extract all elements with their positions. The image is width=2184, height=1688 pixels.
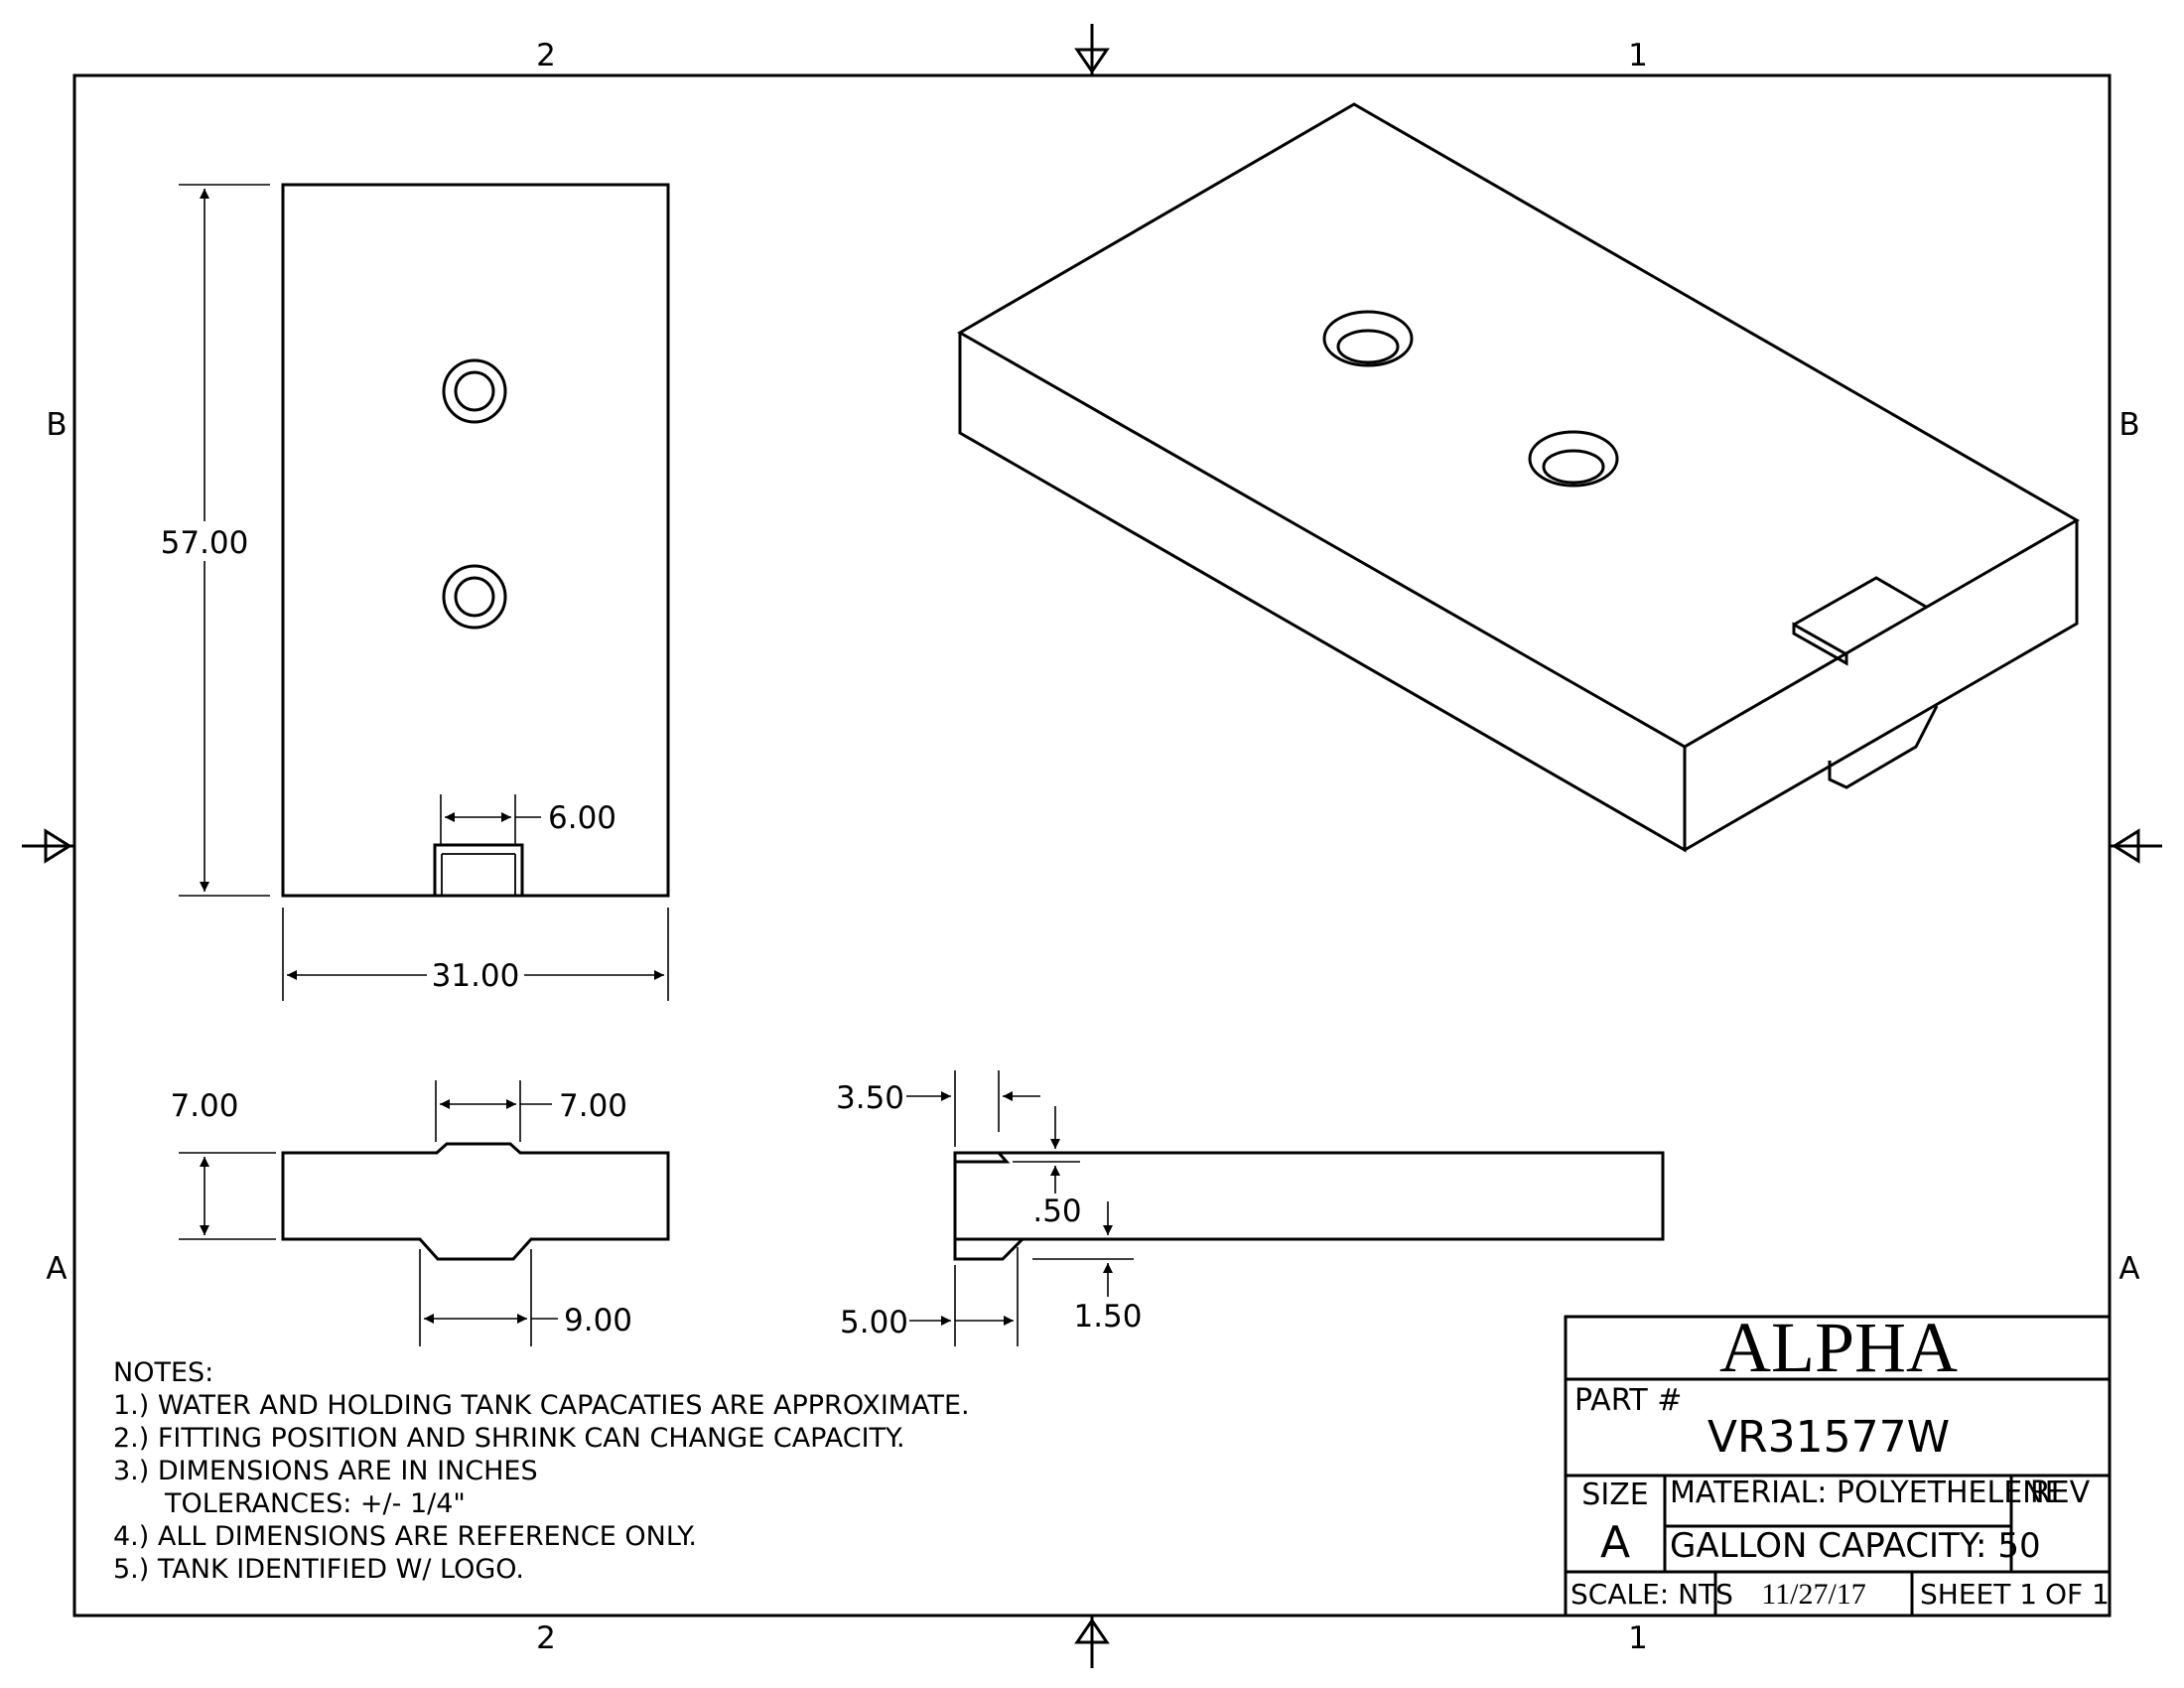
dimension-notch-bottom: 9.00 (419, 1249, 632, 1346)
note-line: TOLERANCES: +/- 1/4" (164, 1488, 466, 1519)
zone-label-right-b: B (2118, 407, 2139, 443)
sheet-text: SHEET 1 (1920, 1578, 2037, 1611)
side-view: 3.50 .50 1.50 5.00 (836, 1070, 1665, 1346)
svg-text:1.50: 1.50 (1073, 1299, 1142, 1335)
dimension-side-small: .50 (1013, 1106, 1082, 1229)
note-line: 5.) TANK IDENTIFIED W/ LOGO. (113, 1554, 524, 1585)
dimension-width: 31.00 (282, 908, 669, 1001)
sheet-of-text: OF 1 (2045, 1578, 2110, 1611)
zone-label-bottom-1: 1 (1628, 1620, 1648, 1656)
svg-text:31.00: 31.00 (432, 958, 520, 994)
dimension-side-top-step: 3.50 (836, 1070, 1040, 1147)
svg-text:5.00: 5.00 (840, 1305, 908, 1340)
iso-fitting-lower (1528, 430, 1619, 488)
zone-label-left-a: A (46, 1251, 67, 1287)
part-number: VR31577W (1707, 1412, 1950, 1463)
part-label: PART # (1574, 1383, 1682, 1418)
svg-text:9.00: 9.00 (564, 1303, 632, 1338)
dimension-notch-width: 6.00 (440, 794, 616, 844)
zone-label-top-1: 1 (1628, 38, 1648, 73)
center-mark-top (1074, 24, 1110, 75)
material-text: MATERIAL: POLYETHELENE (1670, 1476, 2064, 1510)
zone-label-right-a: A (2118, 1251, 2139, 1287)
dimension-side-depth: 1.50 (1032, 1201, 1143, 1335)
svg-text:7.00: 7.00 (170, 1088, 238, 1124)
front-view-outline (281, 1142, 670, 1261)
size-value: A (1600, 1517, 1630, 1568)
note-line: 3.) DIMENSIONS ARE IN INCHES (113, 1456, 538, 1486)
notch-top-view (433, 843, 524, 898)
notes-heading: NOTES: (113, 1357, 213, 1388)
dimension-height: 57.00 (161, 184, 270, 897)
fitting-upper (442, 358, 507, 424)
title-block: ALPHA PART # VR31577W SIZE A MATERIAL: P… (1564, 1308, 2112, 1618)
company-logo-text: ALPHA (1719, 1308, 1958, 1387)
fitting-lower (442, 564, 507, 630)
top-view-outline (281, 183, 670, 898)
zone-label-top-2: 2 (536, 38, 556, 73)
scale-text: SCALE: NTS (1570, 1578, 1733, 1611)
rev-label: REV (2030, 1476, 2091, 1510)
size-label: SIZE (1581, 1477, 1648, 1512)
svg-text:6.00: 6.00 (548, 800, 616, 836)
svg-text:.50: .50 (1032, 1194, 1081, 1229)
date-text: 11/27/17 (1761, 1578, 1866, 1611)
center-mark-bottom (1074, 1616, 1110, 1668)
center-mark-right (2110, 828, 2162, 864)
zone-label-left-b: B (46, 407, 67, 443)
svg-text:3.50: 3.50 (836, 1080, 904, 1116)
svg-text:7.00: 7.00 (559, 1088, 627, 1124)
top-view: 57.00 31.00 6.00 (161, 183, 670, 1001)
front-view: 7.00 7.00 9.00 (170, 1080, 670, 1346)
note-line: 4.) ALL DIMENSIONS ARE REFERENCE ONLY. (113, 1521, 697, 1552)
note-line: 1.) WATER AND HOLDING TANK CAPACATIES AR… (113, 1390, 970, 1421)
dimension-thickness: 7.00 (170, 1088, 276, 1240)
gallon-capacity: GALLON CAPACITY: 50 (1670, 1526, 2041, 1566)
note-line: 2.) FITTING POSITION AND SHRINK CAN CHAN… (113, 1423, 905, 1454)
iso-fitting-upper (1322, 310, 1414, 367)
dimension-notch-top: 7.00 (435, 1080, 627, 1142)
dimension-side-bottom-step: 5.00 (840, 1247, 1019, 1346)
isometric-view (956, 102, 2081, 853)
center-mark-left (22, 828, 74, 864)
zone-label-bottom-2: 2 (536, 1620, 556, 1656)
svg-text:57.00: 57.00 (161, 525, 249, 561)
notes-block: NOTES: 1.) WATER AND HOLDING TANK CAPACA… (113, 1357, 970, 1585)
